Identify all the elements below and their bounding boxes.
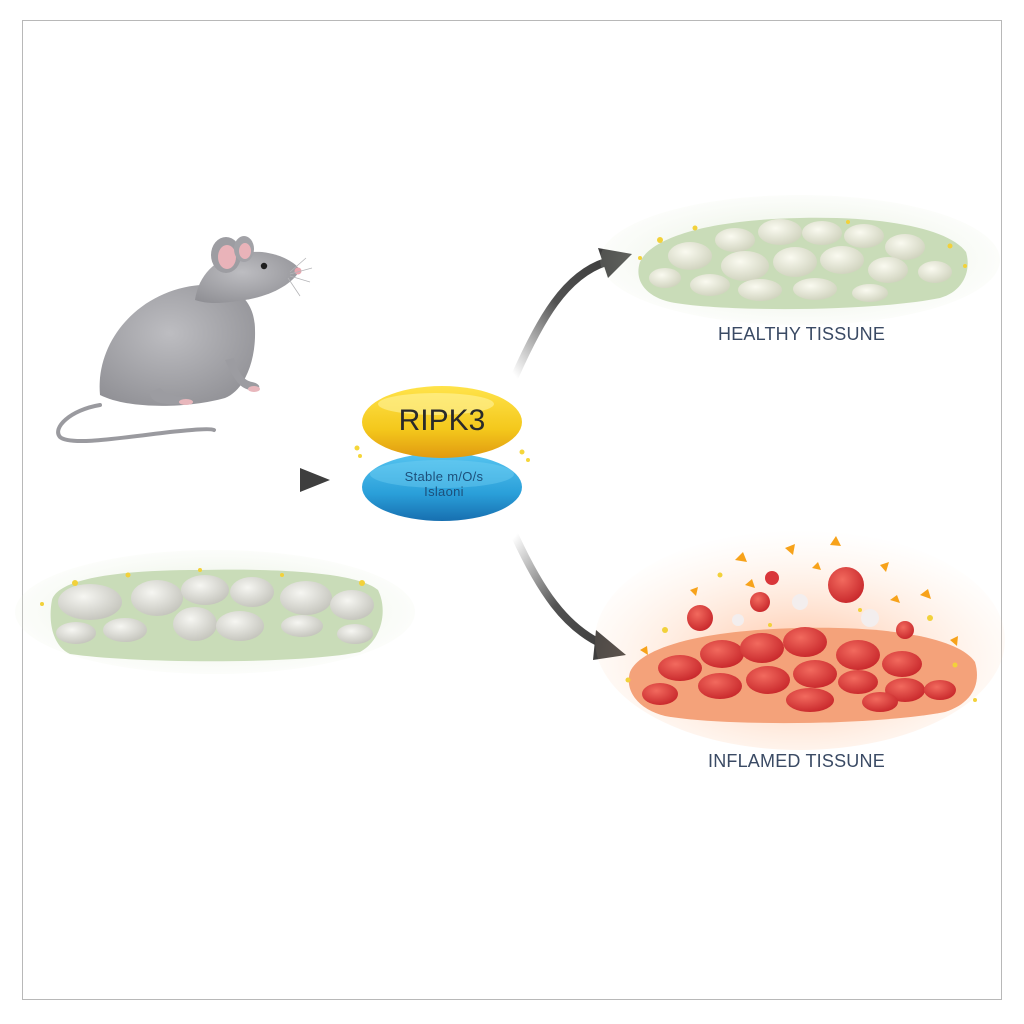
inflamed-tissue-icon: [595, 530, 1005, 750]
ripk3-molecule-icon: [354, 386, 530, 521]
healthy-tissue-icon: [15, 550, 415, 674]
figure-frame: [22, 20, 1002, 1000]
molecule-sublabel-line1: Stable m/O/s: [404, 469, 484, 484]
arrow-icon: [196, 468, 330, 492]
mouse-icon: [56, 236, 313, 443]
healthy-tissue-icon: [600, 195, 1000, 325]
molecule-sublabel-line2: Islaoni: [424, 484, 464, 499]
healthy-tissue-label: HEALTHY TISSUNE: [718, 324, 886, 344]
ripk3-label: RIPK3: [398, 404, 486, 437]
inflamed-tissue-label: INFLAMED TISSUNE: [708, 751, 885, 771]
